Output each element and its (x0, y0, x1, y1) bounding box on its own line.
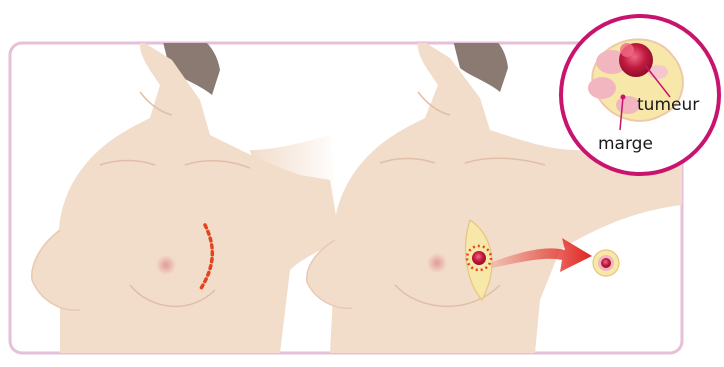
margin-label: marge (598, 136, 653, 153)
tumor-label: tumeur (637, 97, 699, 114)
excised-specimen (593, 250, 619, 276)
areola (156, 255, 176, 275)
tumor-in-breast (472, 251, 486, 265)
